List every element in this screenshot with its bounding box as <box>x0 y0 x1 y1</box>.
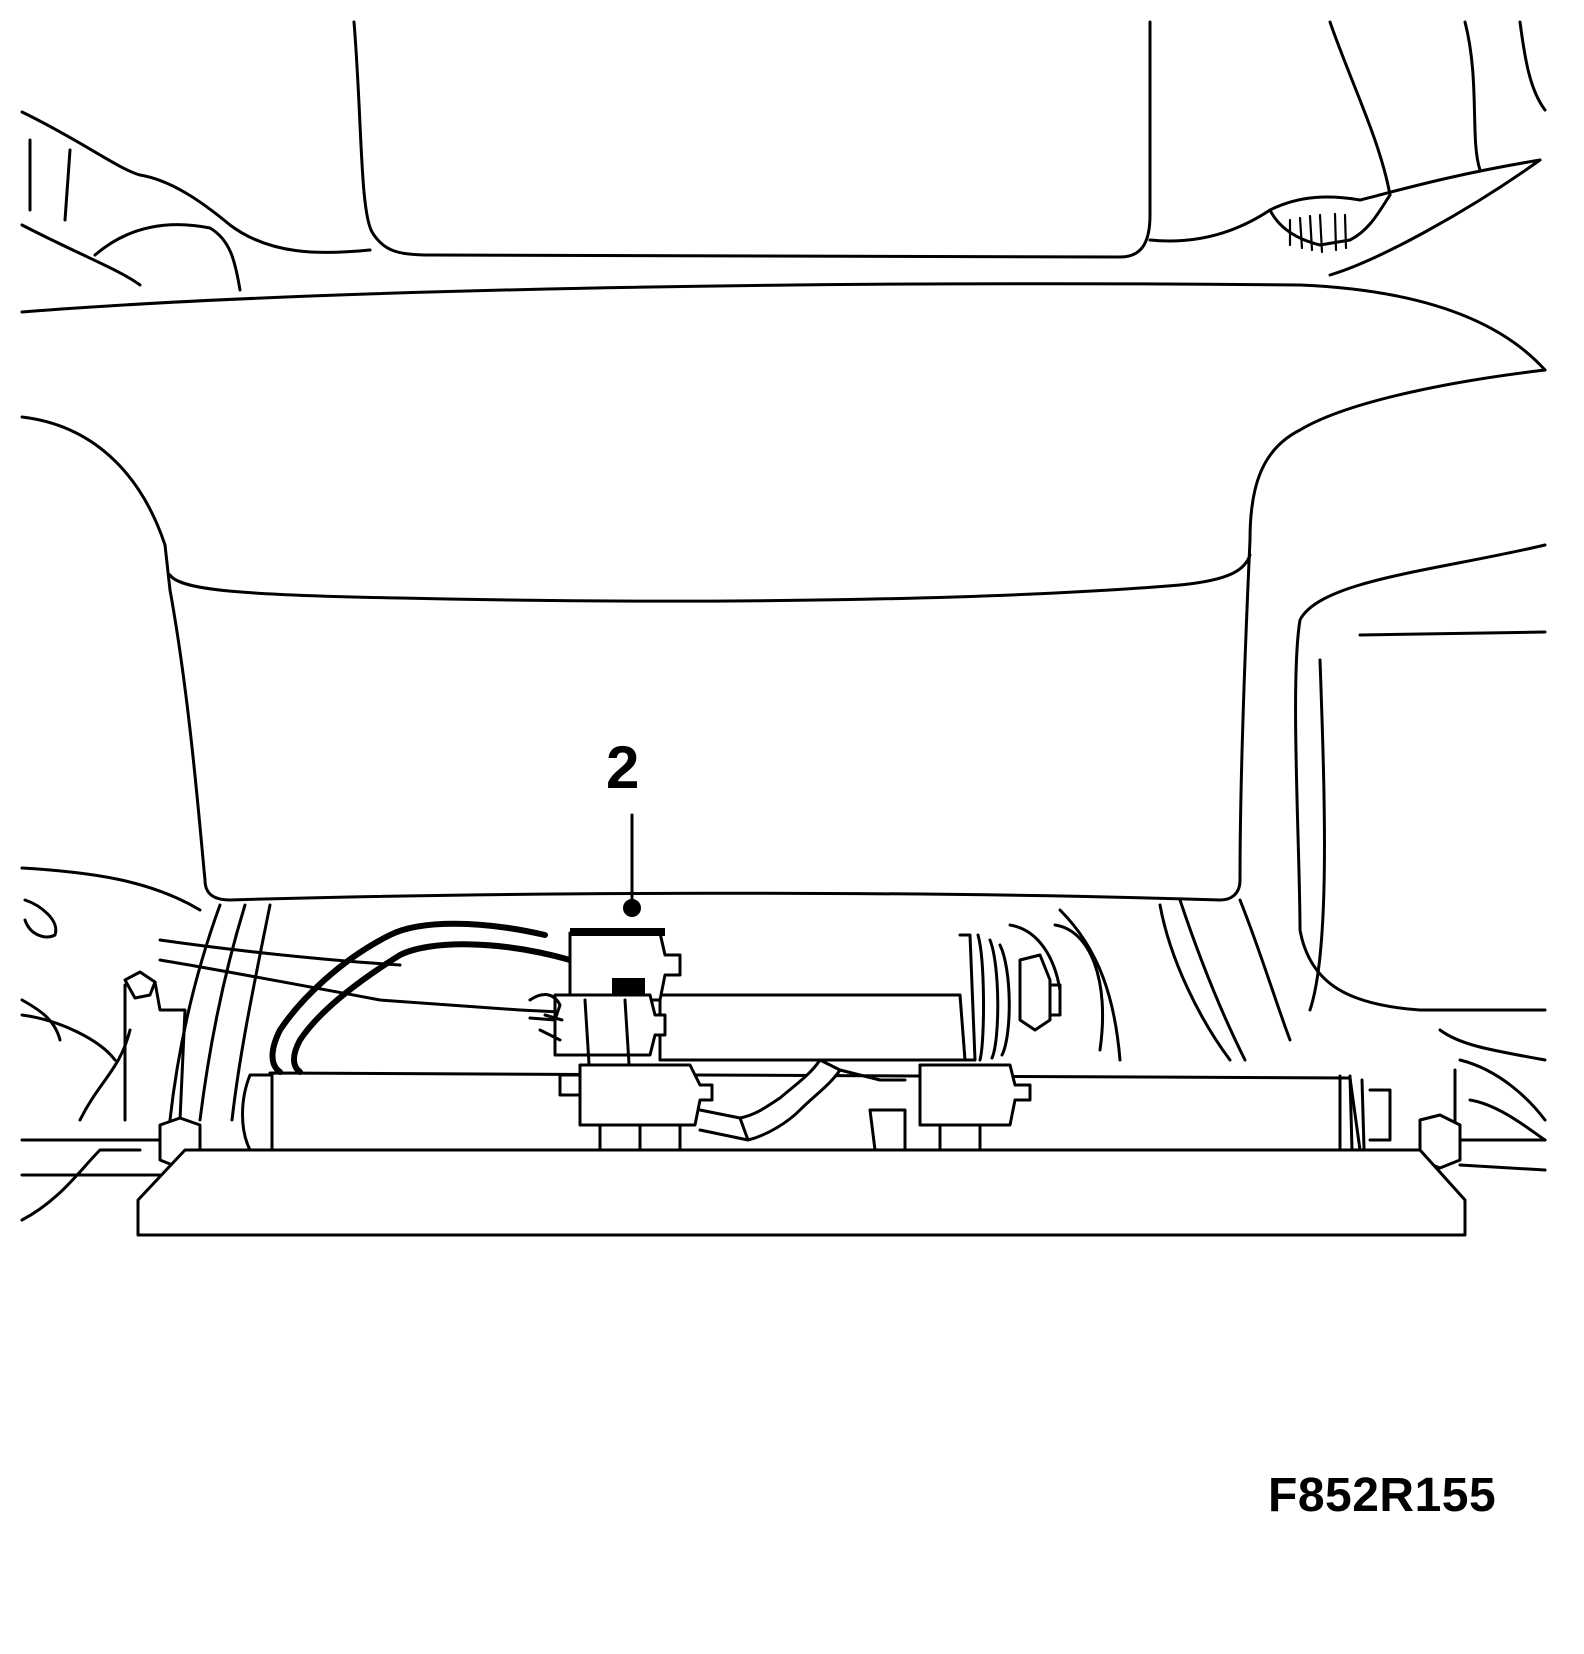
floor-structure-left <box>20 866 522 1222</box>
figure-code: F852R155 <box>1268 1469 1497 1522</box>
cable-harness <box>269 920 907 1142</box>
side-frame <box>1238 543 1547 1042</box>
upper-motor-unit <box>658 923 1105 1062</box>
callout-label-2: 2 <box>606 734 640 801</box>
floor-structure-right <box>1058 898 1547 1152</box>
connector-cluster <box>528 928 1032 1152</box>
seat-cushion <box>20 282 1547 902</box>
base-rail <box>136 1148 1467 1237</box>
callout-2-leader <box>623 813 641 917</box>
seat-backrest <box>20 20 1547 292</box>
